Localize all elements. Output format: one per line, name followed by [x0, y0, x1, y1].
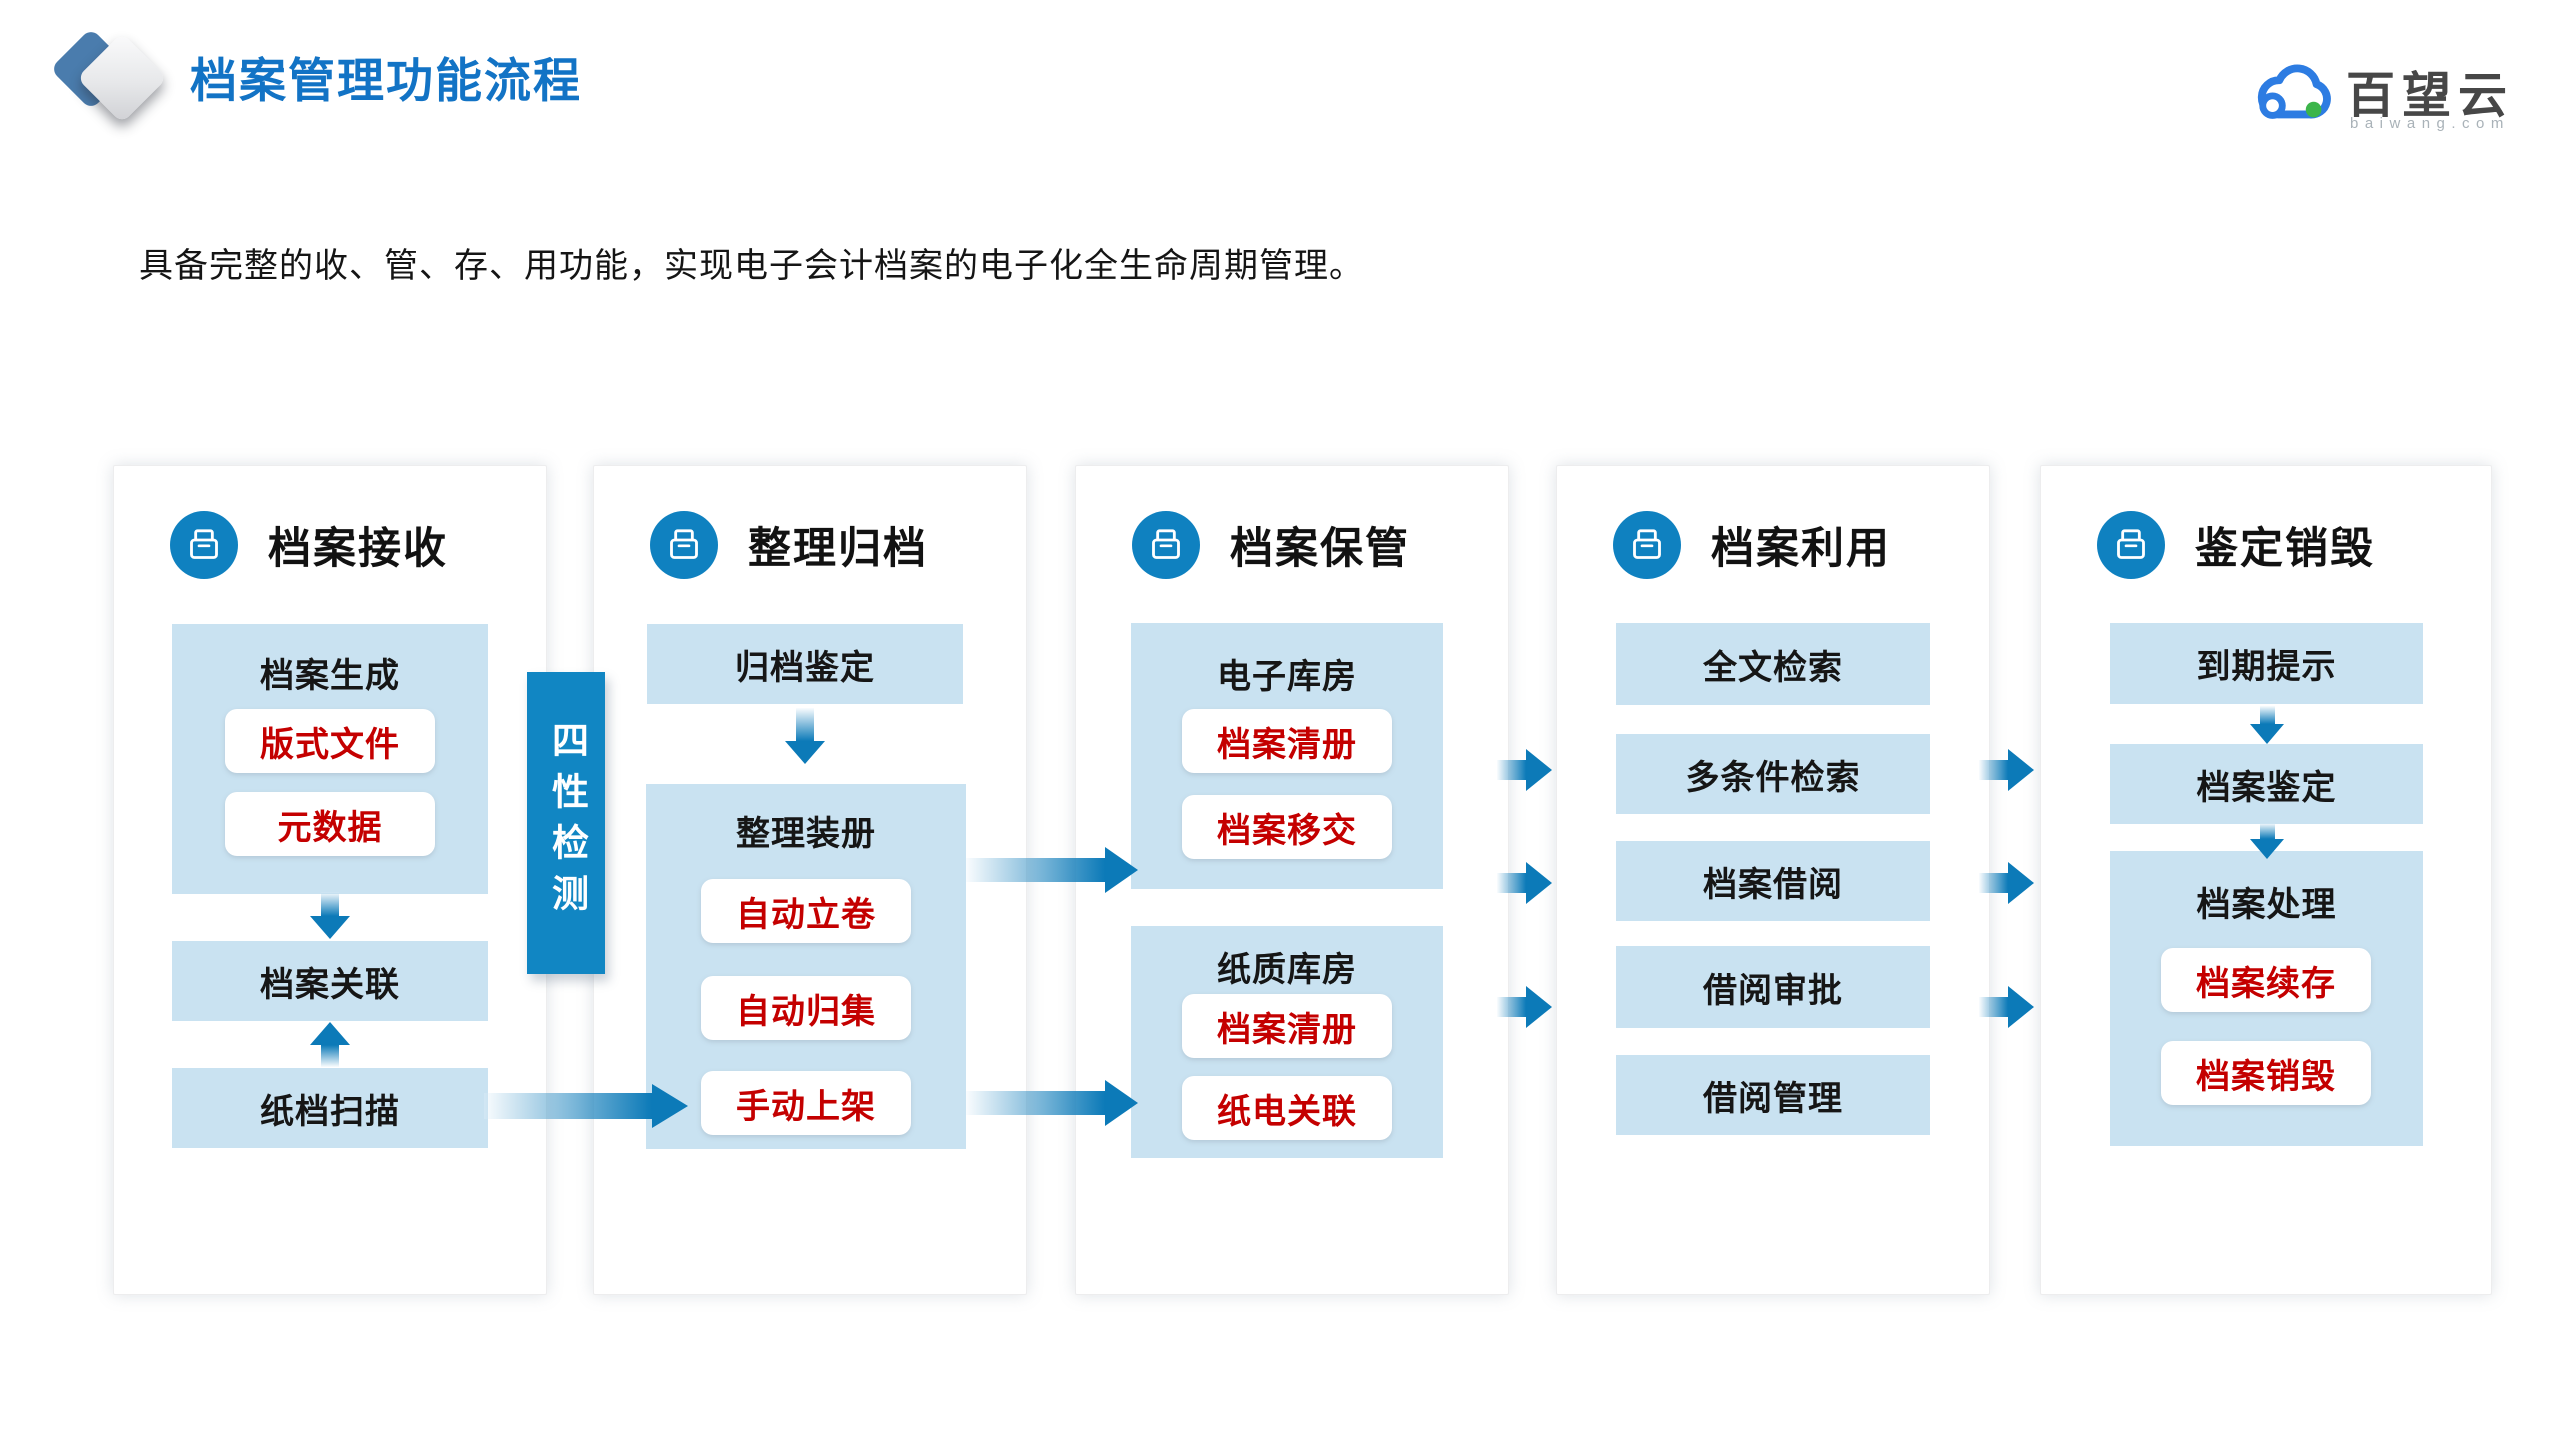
arrow-down-icon	[785, 708, 825, 764]
baiwang-cloud-icon	[2252, 54, 2340, 133]
item-auto-collect: 自动归集	[701, 976, 911, 1040]
arrow-right-icon	[966, 847, 1138, 893]
brand-logo: 百望云 baiwang.com	[2250, 46, 2540, 136]
box-archive-link: 档案关联	[172, 941, 488, 1021]
item-paper-e-link: 纸电关联	[1182, 1076, 1392, 1140]
stage-panel-archive-usage: 档案利用 全文检索 多条件检索 档案借阅 借阅审批 借阅管理	[1556, 465, 1990, 1295]
page-title: 档案管理功能流程	[190, 54, 582, 107]
group-label: 档案处理	[2196, 886, 2337, 924]
panel-header: 档案接收	[170, 511, 448, 579]
arrow-right-icon	[1979, 749, 2034, 791]
group-label: 档案生成	[260, 657, 400, 695]
item-archive-retention: 档案续存	[2161, 948, 2371, 1012]
arrow-right-icon	[1497, 749, 1552, 791]
item-archive-destruction: 档案销毁	[2161, 1041, 2371, 1105]
panel-header: 档案保管	[1132, 511, 1410, 579]
item-layout-file: 版式文件	[225, 709, 435, 773]
box-paper-scan: 纸档扫描	[172, 1068, 488, 1148]
item-archive-inventory: 档案清册	[1182, 709, 1392, 773]
group-e-warehouse: 电子库房 档案清册 档案移交	[1131, 623, 1443, 889]
item-auto-filing: 自动立卷	[701, 879, 911, 943]
arrow-right-icon	[1497, 986, 1552, 1028]
arrow-right-icon	[1979, 862, 2034, 904]
arrow-right-icon	[1497, 862, 1552, 904]
diamond-logo	[49, 26, 180, 126]
box-borrow-management: 借阅管理	[1616, 1055, 1930, 1135]
panel-header: 整理归档	[650, 511, 928, 579]
arrow-right-icon	[484, 1084, 688, 1128]
stage-panel-archive-storage: 档案保管 电子库房 档案清册 档案移交 纸质库房 档案清册 纸电关联	[1075, 465, 1509, 1295]
stage-panel-appraisal-destruction: 鉴定销毁 到期提示 档案鉴定 档案处理 档案续存 档案销毁	[2040, 465, 2492, 1295]
arrow-right-icon	[1979, 986, 2034, 1028]
group-archive-generate: 档案生成 版式文件 元数据	[172, 624, 488, 894]
slide-subtitle: 具备完整的收、管、存、用功能，实现电子会计档案的电子化全生命周期管理。	[139, 247, 1364, 285]
arrow-down-icon	[310, 892, 350, 939]
arrow-down-icon	[2250, 823, 2284, 859]
four-property-check-bar: 四性检测	[527, 672, 605, 974]
panel-title: 整理归档	[748, 525, 928, 573]
panel-header: 鉴定销毁	[2097, 511, 2375, 579]
item-archive-transfer: 档案移交	[1182, 795, 1392, 859]
panel-header: 档案利用	[1613, 511, 1891, 579]
brand-name: 百望云	[2346, 69, 2515, 123]
panel-title: 鉴定销毁	[2195, 525, 2375, 573]
box-multi-condition-search: 多条件检索	[1616, 734, 1930, 814]
box-archive-borrow: 档案借阅	[1616, 841, 1930, 921]
box-fulltext-search: 全文检索	[1616, 623, 1930, 705]
panel-title: 档案利用	[1711, 525, 1891, 573]
box-filing-appraisal: 归档鉴定	[647, 624, 963, 704]
group-arrange-binding: 整理装册 自动立卷 自动归集 手动上架	[646, 784, 966, 1149]
panel-title: 档案保管	[1230, 525, 1410, 573]
archive-box-icon	[650, 511, 718, 579]
panel-title: 档案接收	[268, 525, 448, 573]
item-manual-shelf: 手动上架	[701, 1071, 911, 1135]
arrow-up-icon	[310, 1022, 350, 1067]
arrow-down-icon	[2250, 706, 2284, 744]
stage-panel-archive-receive: 档案接收 档案生成 版式文件 元数据 档案关联 纸档扫描	[113, 465, 547, 1295]
box-expiry-reminder: 到期提示	[2110, 623, 2423, 704]
archive-box-icon	[2097, 511, 2165, 579]
group-label: 整理装册	[736, 815, 876, 853]
archive-box-icon	[1613, 511, 1681, 579]
archive-box-icon	[1132, 511, 1200, 579]
box-borrow-approval: 借阅审批	[1616, 946, 1930, 1028]
stage-panel-arrange-filing: 整理归档 归档鉴定 整理装册 自动立卷 自动归集 手动上架	[593, 465, 1027, 1295]
group-label: 电子库房	[1217, 658, 1357, 696]
archive-box-icon	[170, 511, 238, 579]
arrow-right-icon	[966, 1080, 1138, 1126]
brand-domain: baiwang.com	[2350, 115, 2510, 132]
item-archive-inventory: 档案清册	[1182, 994, 1392, 1058]
group-archive-handling: 档案处理 档案续存 档案销毁	[2110, 851, 2423, 1146]
item-metadata: 元数据	[225, 792, 435, 856]
group-label: 纸质库房	[1217, 951, 1357, 989]
box-archive-appraisal: 档案鉴定	[2110, 744, 2423, 824]
group-paper-warehouse: 纸质库房 档案清册 纸电关联	[1131, 926, 1443, 1158]
